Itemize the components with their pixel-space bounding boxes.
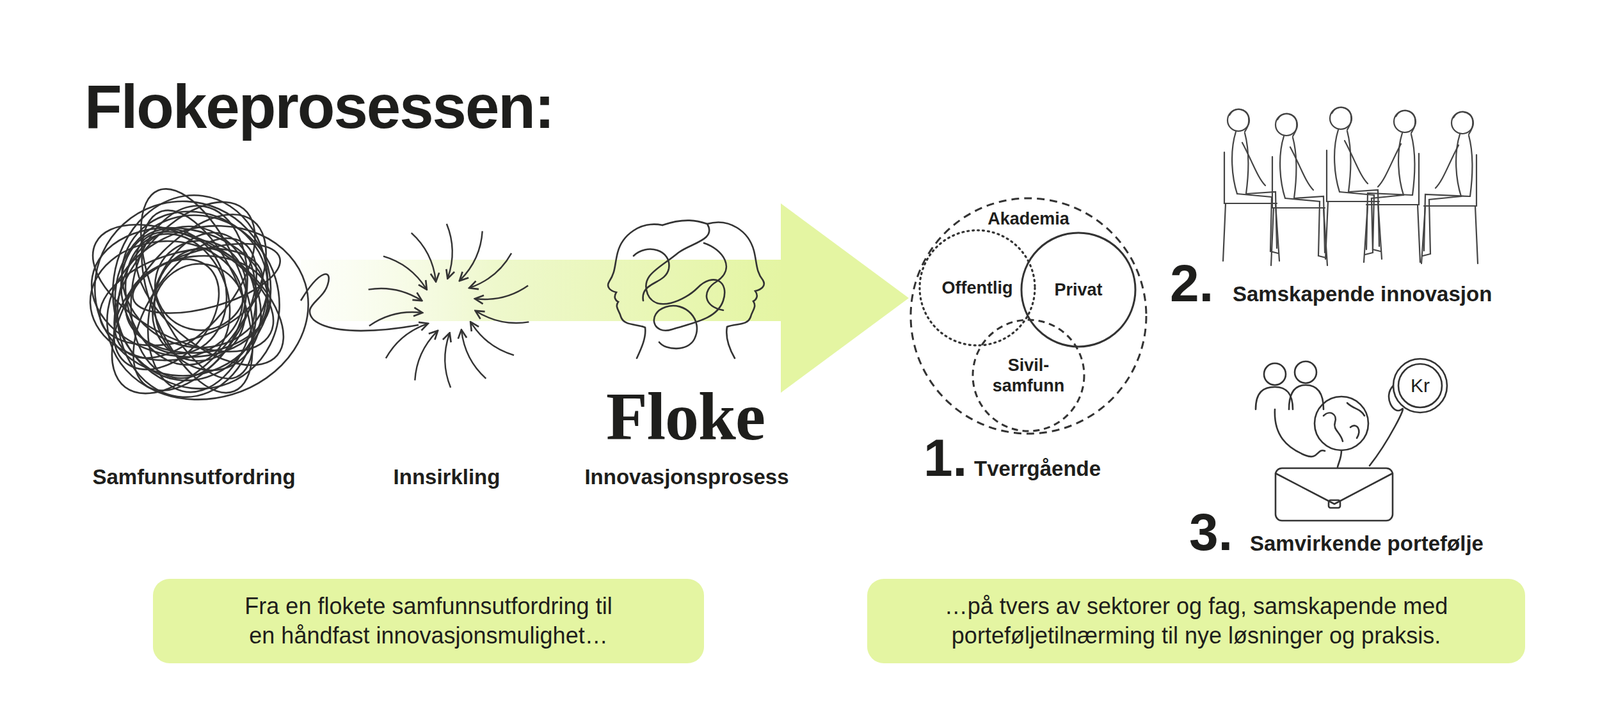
tangle-stroke: [81, 188, 296, 421]
seated-person: [1271, 113, 1328, 266]
circle-line: [919, 230, 1035, 346]
circling-arrows: [368, 224, 530, 388]
chair: [1421, 154, 1478, 264]
circle-label: Privat: [1054, 279, 1103, 301]
note-text: Fra en flokete samfunnsutfordring til en…: [174, 592, 683, 651]
faces-drawing: [608, 220, 765, 359]
tangle-stroke: [72, 198, 294, 379]
tangle-drawing: [72, 173, 330, 424]
hair: [1277, 113, 1297, 137]
callout-number: 1.: [923, 432, 968, 485]
arm: [1435, 145, 1459, 189]
note-box: Fra en flokete samfunnsutfordring til en…: [152, 579, 704, 664]
people-drawing: [1223, 107, 1478, 266]
circling-arrow: [470, 253, 512, 288]
circling-arrow: [385, 323, 427, 359]
tangle-stroke: [85, 202, 330, 425]
legs: [1365, 193, 1413, 255]
circling-arrow: [368, 288, 422, 301]
callout-number: 3.: [1189, 506, 1233, 559]
tangle-stroke: [112, 206, 307, 391]
brand-word: Floke: [606, 383, 765, 452]
legs: [1422, 194, 1471, 256]
head: [1451, 112, 1474, 134]
hair: [1229, 109, 1249, 132]
seated-person: [1223, 109, 1280, 262]
stage-label: Innsirkling: [393, 465, 501, 490]
head: [1275, 113, 1298, 136]
chair: [1223, 152, 1280, 262]
chair: [1363, 153, 1421, 263]
legs: [1285, 196, 1327, 258]
diagram-title: Flokeprosessen:: [84, 71, 554, 143]
head: [1393, 110, 1416, 133]
note-box: …på tvers av sektorer og fag, samskapend…: [867, 579, 1526, 664]
head: [1227, 109, 1250, 132]
tangle-stroke: [108, 216, 281, 413]
circling-arrow: [460, 231, 483, 281]
torso: [1456, 134, 1472, 197]
seated-person: [1421, 112, 1478, 264]
circle-label: Sivil- samfunn: [983, 355, 1074, 397]
circling-arrow: [476, 286, 529, 300]
portfolio-icon: [1255, 359, 1448, 521]
venn-circle: Offentlig: [918, 229, 1037, 347]
legs: [1339, 190, 1381, 252]
venn-circle: Privat: [1020, 231, 1137, 349]
circle-line: [972, 320, 1085, 432]
head: [1329, 107, 1352, 130]
callout-number: 2.: [1169, 257, 1214, 310]
torso: [1334, 129, 1351, 192]
venn-circle: Sivil- samfunn: [971, 318, 1086, 433]
principle-label: Samvirkende portefølje: [1249, 531, 1484, 557]
circling-arrow: [471, 323, 514, 356]
circle-line: [910, 198, 1147, 434]
seated-person: [1325, 107, 1382, 260]
chair: [1271, 156, 1328, 266]
torso: [1232, 131, 1248, 194]
principle-label: Samskapende innovasjon: [1232, 282, 1492, 307]
venn-outer-circle: AkademiaOffentlig PrivatSivil- samfunn: [909, 197, 1148, 436]
hair: [1453, 112, 1473, 135]
principle-label: Tverrgående: [974, 456, 1101, 482]
arm: [1344, 140, 1368, 184]
flow-arrow: [300, 203, 909, 393]
note-text: …på tvers av sektorer og fag, samskapend…: [888, 592, 1504, 651]
hair: [1331, 107, 1352, 130]
circling-arrow: [369, 312, 422, 326]
arm: [1377, 144, 1401, 187]
circling-arrow: [461, 330, 486, 379]
torso: [1398, 133, 1415, 196]
stage-label: Innovasjonsprosess: [584, 465, 789, 490]
stage-label: Samfunnsutfordring: [92, 465, 296, 490]
circling-arrow: [414, 331, 438, 381]
arm: [1290, 147, 1314, 191]
circling-arrow: [383, 256, 427, 290]
circling-arrow: [446, 224, 453, 278]
currency-mark: Kr: [1410, 375, 1430, 398]
circle-label: Offentlig: [942, 277, 1014, 299]
arm: [1242, 142, 1266, 186]
tangle-tail: [300, 274, 419, 332]
tangle-stroke: [125, 230, 288, 328]
circle-label: Akademia: [987, 208, 1070, 230]
circle-outline: [971, 318, 1086, 433]
seated-person: [1363, 110, 1421, 263]
hair: [1395, 110, 1416, 134]
torso: [1280, 136, 1296, 199]
circle-line: [1021, 232, 1136, 347]
circling-arrow: [411, 232, 436, 281]
circling-arrow: [444, 334, 451, 388]
circling-arrow: [476, 311, 529, 324]
tangle-stroke: [88, 238, 245, 363]
